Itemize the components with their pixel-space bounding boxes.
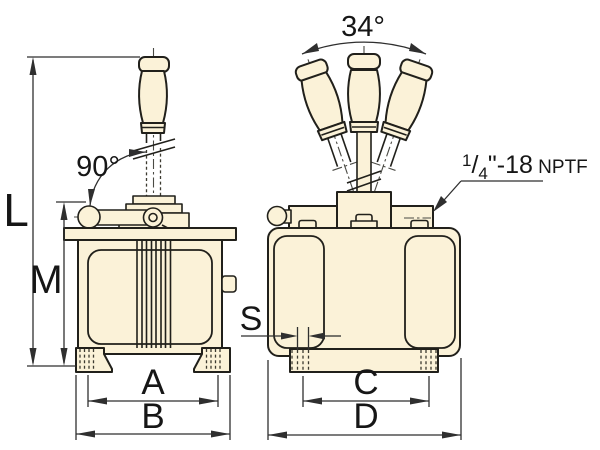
break-line — [346, 178, 382, 192]
angle-label-90: 90° — [76, 151, 120, 183]
dim-label-C: C — [353, 363, 378, 402]
lever-position-center — [346, 46, 382, 204]
side-port-boss — [221, 275, 237, 293]
thread-callout: 1/4"-18 NPTF — [433, 151, 588, 212]
handle-grip — [300, 71, 344, 132]
body-panel — [404, 235, 456, 349]
mounting-foot — [193, 347, 231, 373]
dim-label-B: B — [141, 397, 164, 436]
lever-position-left — [294, 58, 360, 208]
bolt-head — [355, 213, 373, 221]
bolt-base — [350, 220, 378, 229]
pump-body — [77, 239, 223, 355]
foot-slot-hidden-lines — [291, 350, 437, 371]
pivot-pin — [148, 212, 158, 223]
break-line — [346, 170, 382, 184]
angle-dimension-90: 90° — [76, 149, 147, 207]
lever-position-right — [368, 58, 434, 208]
handle-cap — [138, 56, 170, 73]
lever-arm — [96, 209, 148, 226]
dimension-S: S — [240, 300, 341, 350]
dimension-C: C — [302, 363, 430, 407]
top-plate — [63, 227, 237, 241]
angle-label-34: 34° — [341, 11, 385, 43]
lever-handle — [132, 56, 176, 199]
body-panel — [87, 249, 213, 345]
body-panel — [273, 235, 325, 349]
dim-label-L: L — [3, 184, 29, 236]
dimension-B: B — [75, 375, 231, 440]
handle-grip — [347, 69, 381, 123]
dimension-A: A — [87, 363, 219, 407]
bolt-head — [298, 219, 317, 228]
pump-body — [267, 227, 461, 357]
lever-pivot-assembly — [77, 195, 190, 237]
front-view — [63, 48, 237, 373]
dimension-M: M — [29, 201, 86, 366]
pivot-boss — [142, 207, 164, 228]
angle-dimension-34: 34° — [301, 11, 427, 55]
dim-label-M: M — [29, 258, 62, 302]
dim-label-A: A — [141, 363, 165, 402]
break-line — [132, 138, 176, 152]
mounting-flange — [289, 348, 439, 373]
dimension-D: D — [267, 358, 462, 440]
bolt-head — [410, 219, 429, 228]
pedestal-step — [132, 195, 176, 205]
side-view — [266, 46, 461, 373]
foot-slot-hidden-lines — [79, 349, 221, 371]
break-line — [132, 146, 176, 160]
handle-grip — [138, 70, 168, 124]
lever-mount-block — [336, 191, 392, 229]
body-ribs — [136, 240, 172, 348]
handle-grip — [384, 71, 428, 132]
ball-knob — [266, 205, 288, 227]
dimension-L: L — [3, 56, 140, 367]
dim-label-D: D — [353, 397, 378, 436]
thread-spec-text: 1/4"-18 NPTF — [462, 151, 588, 183]
ball-knob — [77, 205, 101, 229]
handle-cap — [347, 53, 381, 70]
dim-label-S: S — [240, 300, 263, 338]
